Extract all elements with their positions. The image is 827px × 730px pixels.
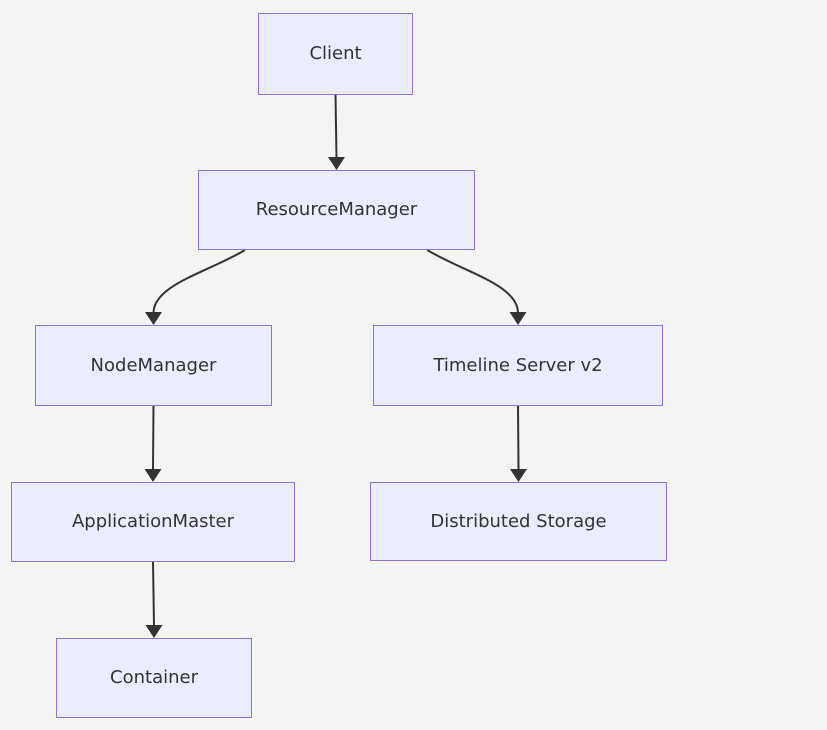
node-label: ResourceManager <box>255 199 418 221</box>
edge-line <box>152 249 246 314</box>
edge-line <box>426 249 519 314</box>
edge-nodemanager-applicationmaster <box>144 405 162 482</box>
node-client: Client <box>258 13 413 95</box>
node-label: ApplicationMaster <box>71 511 235 533</box>
arrowhead-icon <box>509 312 527 325</box>
node-label: Timeline Server v2 <box>433 354 603 376</box>
arrowhead-icon <box>510 469 527 482</box>
arrowhead-icon <box>145 312 162 325</box>
node-applicationmaster: ApplicationMaster <box>11 482 295 562</box>
edge-line <box>152 561 155 627</box>
edge-timelineserver-distributedstorage <box>510 405 527 482</box>
node-timelineserver: Timeline Server v2 <box>373 325 663 406</box>
node-label: Client <box>309 43 362 65</box>
arrowhead-icon <box>145 625 163 638</box>
node-resourcemanager: ResourceManager <box>198 170 475 250</box>
node-distributedstorage: Distributed Storage <box>370 482 667 561</box>
node-label: Distributed Storage <box>430 510 607 532</box>
node-label: Container <box>110 667 198 689</box>
edge-line <box>517 405 520 471</box>
node-nodemanager: NodeManager <box>35 325 272 406</box>
edge-line <box>152 405 155 471</box>
node-container: Container <box>56 638 252 718</box>
edge-line <box>334 94 338 159</box>
node-label: NodeManager <box>90 354 217 376</box>
edge-resourcemanager-timelineserver <box>426 249 527 325</box>
edge-resourcemanager-nodemanager <box>145 249 246 325</box>
edge-applicationmaster-container <box>145 561 163 638</box>
arrowhead-icon <box>328 157 345 170</box>
edge-client-resourcemanager <box>328 94 345 170</box>
arrowhead-icon <box>144 469 162 482</box>
